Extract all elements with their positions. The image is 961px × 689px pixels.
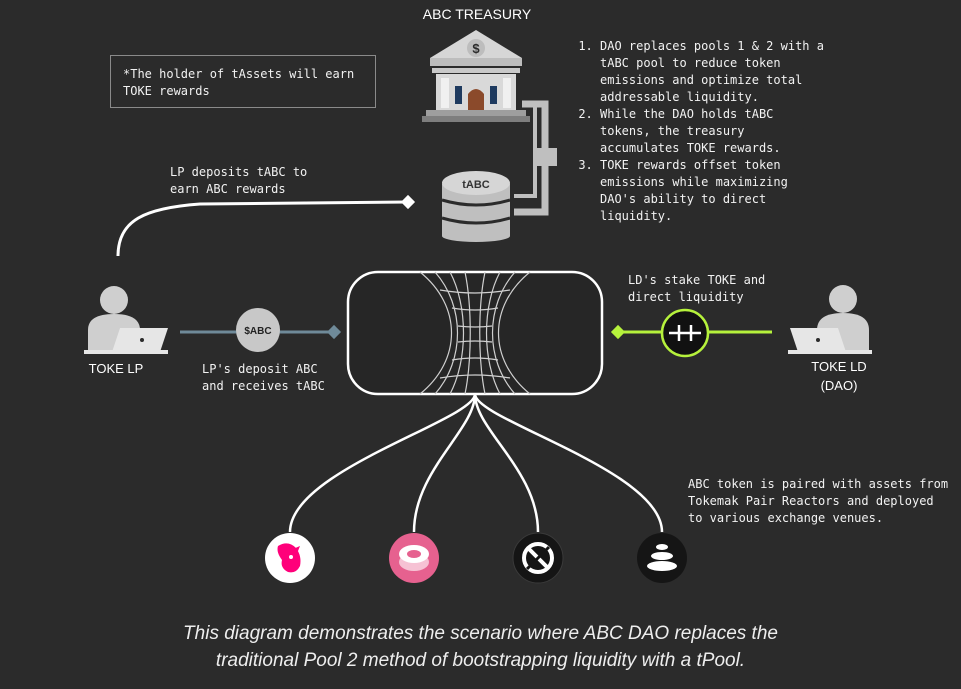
balancer-icon <box>637 533 687 583</box>
toke-token-icon <box>660 308 710 358</box>
pipe-valve <box>533 148 557 166</box>
database-label: tABC <box>462 179 490 191</box>
toke-ld-label: TOKE LD <box>811 359 867 374</box>
diagram-caption: This diagram demonstrates the scenario w… <box>60 620 901 674</box>
svg-text:$: $ <box>472 41 480 56</box>
user-laptop-icon <box>84 286 168 354</box>
toke-ld-sub: (DAO) <box>820 378 858 393</box>
sushiswap-icon <box>389 533 439 583</box>
sabc-token-label: $ABC <box>244 326 271 337</box>
step-item: DAO replaces pools 1 & 2 with a tABC poo… <box>600 38 828 106</box>
bank-icon: $ <box>422 30 530 122</box>
uniswap-icon <box>265 533 315 583</box>
treasury-title: ABC TREASURY <box>422 6 532 22</box>
ld-stake-text: LD's stake TOKE and direct liquidity <box>628 273 766 304</box>
toke-lp-label: TOKE LP <box>88 361 144 376</box>
tpool-reactor <box>346 270 604 396</box>
paired-text: ABC token is paired with assets from Tok… <box>688 477 949 525</box>
lp-deposit-text: LP deposits tABC to earn ABC rewards <box>170 165 308 196</box>
sabc-token-icon <box>236 308 280 352</box>
step-item: TOKE rewards offset token emissions whil… <box>600 157 828 225</box>
tassets-note: *The holder of tAssets will earn TOKE re… <box>110 55 376 108</box>
lp-deposit-arrowhead <box>400 194 416 210</box>
0x-icon <box>512 532 564 584</box>
steps-list: DAO replaces pools 1 & 2 with a tABC poo… <box>578 38 828 225</box>
step-item: While the DAO holds tABC tokens, the tre… <box>600 106 828 157</box>
lp-deposit-line <box>116 200 409 257</box>
lp-receive-text: LP's deposit ABC and receives tABC <box>202 362 325 393</box>
caption-line: This diagram demonstrates the scenario w… <box>183 623 778 644</box>
user-laptop-icon <box>788 285 872 354</box>
ld-line-arrowhead <box>610 324 626 340</box>
lp-line-arrowhead <box>326 324 342 340</box>
database-icon <box>441 171 511 242</box>
venue-branches <box>288 393 664 533</box>
caption-line: traditional Pool 2 method of bootstrappi… <box>215 650 746 671</box>
